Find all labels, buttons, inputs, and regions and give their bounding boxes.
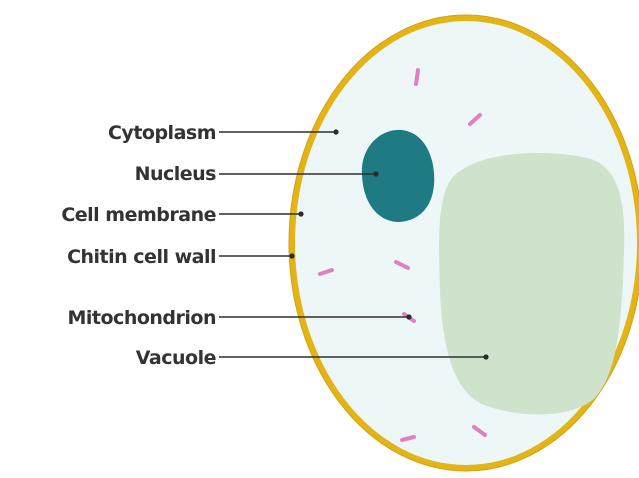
pointer-dot-mitochondrion [406, 314, 411, 319]
pointer-dot-cytoplasm [333, 129, 338, 134]
label-cell-membrane: Cell membrane [61, 204, 303, 226]
label-nucleus-text: Nucleus [135, 163, 217, 185]
label-chitin-cell-wall: Chitin cell wall [67, 246, 295, 268]
pointer-dot-vacuole [483, 354, 488, 359]
label-cytoplasm: Cytoplasm [108, 122, 339, 144]
nucleus-shape [362, 130, 434, 222]
label-cell-membrane-text: Cell membrane [61, 204, 216, 226]
label-vacuole-text: Vacuole [136, 347, 216, 369]
pointer-dot-nucleus [373, 171, 378, 176]
mitochondrion-shape [416, 70, 418, 84]
pointer-dot-chitin-cell-wall [289, 253, 294, 258]
vacuole-shape [439, 153, 624, 415]
pointer-dot-cell-membrane [298, 211, 303, 216]
label-mitochondrion-text: Mitochondrion [68, 307, 217, 329]
label-cytoplasm-text: Cytoplasm [108, 122, 216, 144]
label-chitin-cell-wall-text: Chitin cell wall [67, 246, 216, 268]
